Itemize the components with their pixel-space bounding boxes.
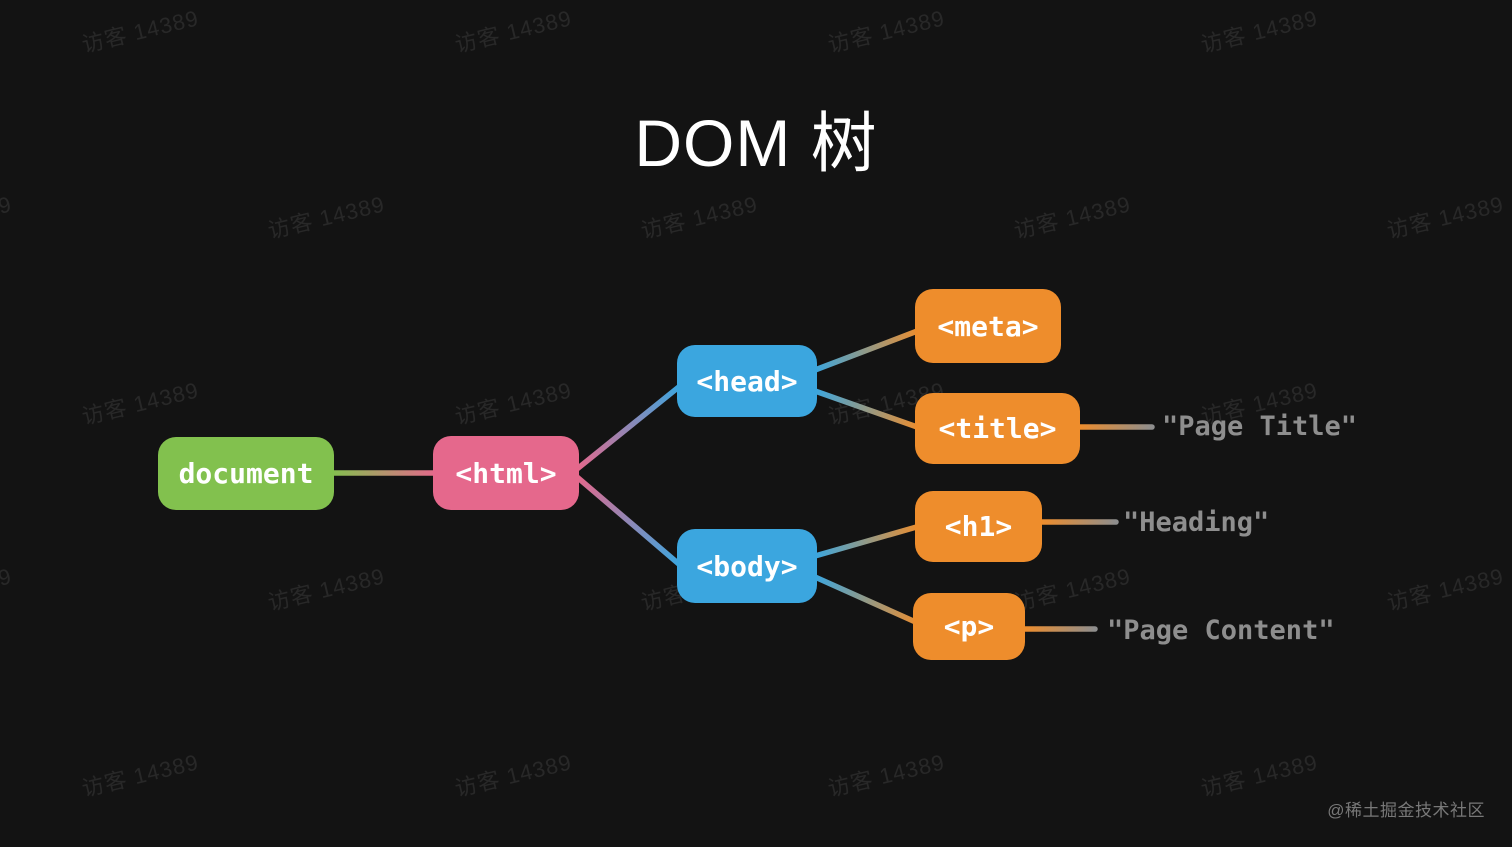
edge-head-title xyxy=(812,388,923,431)
node-html: <html> xyxy=(433,436,579,510)
text-value-heading: "Heading" xyxy=(1123,507,1270,538)
text-value-page-content: "Page Content" xyxy=(1107,615,1335,646)
edge-head-meta xyxy=(812,327,923,373)
node-title-tag: <title> xyxy=(915,393,1080,464)
edge-html-head xyxy=(574,383,683,472)
edge-body-h1 xyxy=(812,523,923,559)
node-meta: <meta> xyxy=(915,289,1061,363)
node-p: <p> xyxy=(913,593,1025,660)
edge-body-p xyxy=(812,574,923,627)
community-watermark: @稀土掘金技术社区 xyxy=(1327,801,1485,820)
node-document: document xyxy=(158,437,334,510)
node-head: <head> xyxy=(677,345,817,417)
edge-html-body xyxy=(574,474,683,568)
diagram-title: DOM 树 xyxy=(634,106,878,180)
node-body: <body> xyxy=(677,529,817,603)
text-value-page-title: "Page Title" xyxy=(1162,411,1358,442)
node-h1: <h1> xyxy=(915,491,1042,562)
